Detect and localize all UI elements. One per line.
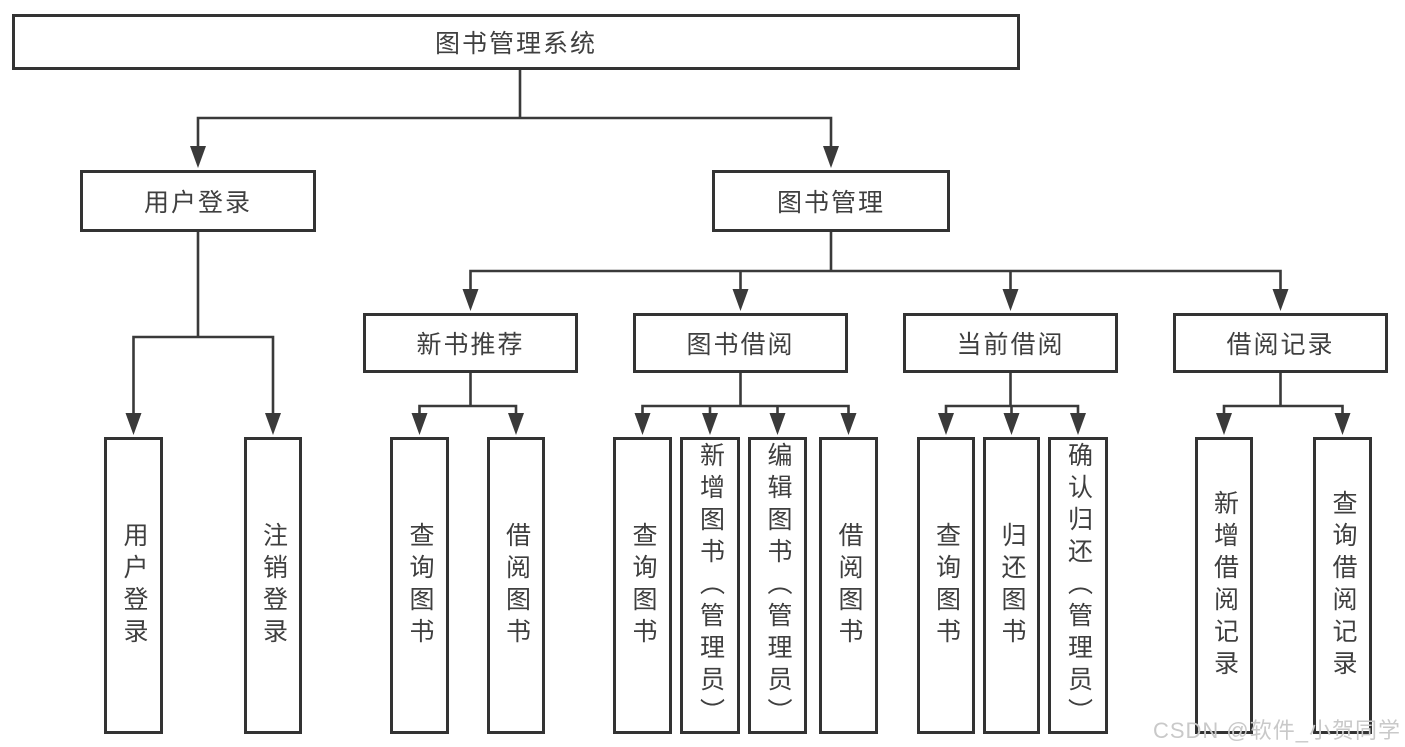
node-label: 图书借阅: [686, 331, 795, 359]
leaf-label: 借阅图书: [835, 521, 863, 650]
leaf-label: 编辑图书（管理员）: [764, 441, 792, 730]
node-book-borrowing: 图书借阅: [633, 313, 848, 373]
leaf-borrow-books: 借阅图书: [819, 437, 878, 734]
node-borrowing-records: 借阅记录: [1173, 313, 1388, 373]
leaf-add-book-admin: 新增图书（管理员）: [680, 437, 740, 734]
leaf-user-login: 用户登录: [104, 437, 163, 734]
node-label: 图书管理系统: [434, 30, 597, 58]
leaf-label: 注销登录: [259, 521, 288, 650]
node-label: 图书管理: [776, 189, 885, 217]
leaf-query-borrow-record: 查询借阅记录: [1313, 437, 1372, 734]
leaf-edit-book-admin: 编辑图书（管理员）: [748, 437, 807, 734]
node-label: 借阅记录: [1226, 331, 1335, 359]
leaf-add-borrow-record: 新增借阅记录: [1195, 437, 1253, 734]
node-current-borrowing: 当前借阅: [903, 313, 1118, 373]
node-label: 当前借阅: [956, 331, 1065, 359]
leaf-label: 借阅图书: [502, 521, 531, 650]
leaf-return-books: 归还图书: [983, 437, 1040, 734]
node-new-book-recommend: 新书推荐: [363, 313, 578, 373]
leaf-label: 查询借阅记录: [1329, 489, 1357, 682]
arrowheads: [125, 146, 1351, 435]
leaf-query-books-current: 查询图书: [917, 437, 975, 734]
node-root-library-system: 图书管理系统: [12, 14, 1020, 70]
leaf-label: 用户登录: [120, 521, 148, 650]
leaf-label: 确认归还（管理员）: [1064, 441, 1093, 730]
leaf-label: 查询图书: [629, 521, 657, 650]
leaf-label: 查询图书: [406, 521, 434, 650]
leaf-label: 新增借阅记录: [1210, 489, 1239, 682]
node-label: 用户登录: [143, 189, 252, 217]
leaf-logout: 注销登录: [244, 437, 302, 734]
leaf-borrow-books-recommend: 借阅图书: [487, 437, 545, 734]
leaf-query-books-recommend: 查询图书: [390, 437, 449, 734]
csdn-watermark: CSDN @软件_小贺同学: [1152, 718, 1401, 743]
leaf-label: 查询图书: [932, 521, 961, 650]
leaf-confirm-return-admin: 确认归还（管理员）: [1048, 437, 1108, 734]
leaf-label: 归还图书: [998, 521, 1026, 650]
node-book-management: 图书管理: [712, 170, 950, 232]
node-user-login: 用户登录: [80, 170, 316, 232]
leaf-query-books-borrowing: 查询图书: [613, 437, 672, 734]
node-label: 新书推荐: [416, 331, 525, 359]
leaf-label: 新增图书（管理员）: [696, 441, 725, 730]
